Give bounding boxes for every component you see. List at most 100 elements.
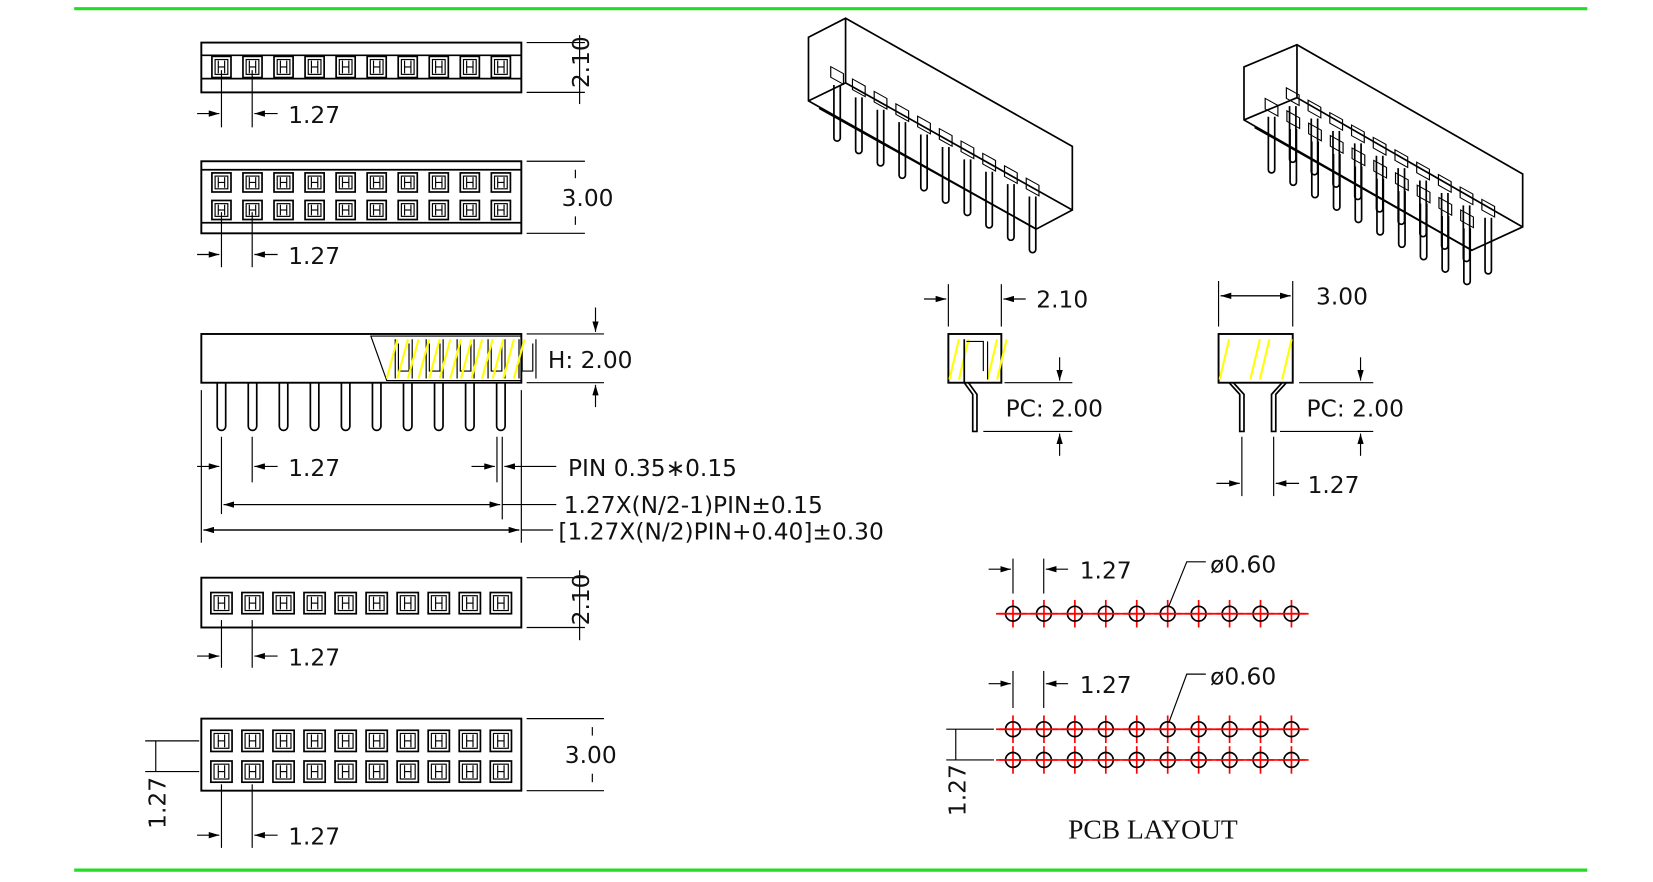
pin-socket: [1286, 109, 1301, 130]
pin-socket: [895, 102, 910, 123]
pin-socket: [938, 127, 953, 148]
hatch-line: [1281, 339, 1293, 380]
pin-socket: [1285, 86, 1300, 107]
pin-socket: [917, 115, 931, 135]
pin-socket: [1329, 134, 1344, 155]
dim-width: 3.00: [1316, 283, 1368, 310]
pin-leg: [402, 382, 413, 432]
hatch-line: [491, 339, 505, 379]
pin-leg: [1310, 141, 1320, 199]
pin-socket: [1025, 177, 1040, 197]
pin-leg: [1006, 184, 1015, 242]
pin-contact: [366, 199, 388, 221]
pin-contact: [273, 55, 294, 79]
pin-contact: [490, 55, 512, 79]
pin-leg: [854, 97, 863, 155]
pin-socket: [1308, 122, 1322, 142]
pin-contact: [273, 199, 294, 221]
bottom-view-single-row: 1.27 2.10: [197, 570, 595, 672]
dim-row-pitch: 1.27: [1308, 472, 1360, 499]
pin-contact: [458, 760, 482, 784]
pin-socket: [1329, 111, 1344, 132]
pin-socket: [1372, 136, 1387, 156]
hatch-line: [481, 339, 494, 379]
hatch-line: [459, 339, 473, 379]
dim-width: 2.10: [1036, 286, 1088, 313]
hatch-line: [428, 339, 441, 379]
pin-contact: [365, 729, 389, 753]
pin-contact: [459, 55, 481, 79]
pin-leg: [1289, 129, 1298, 187]
pin-socket: [1003, 164, 1018, 185]
pin-contact: [210, 591, 233, 615]
pin-socket: [982, 152, 997, 172]
pin-contact: [210, 760, 233, 784]
pin-contact: [490, 172, 512, 193]
pin-contact: [396, 591, 420, 615]
pin-socket: [1438, 196, 1453, 217]
pin-leg: [919, 134, 929, 192]
pin-contact: [366, 172, 388, 193]
dim-width: 2.10: [568, 36, 595, 88]
dim-height: H: 2.00: [548, 347, 633, 374]
pin-contact: [241, 591, 264, 615]
pin-leg: [898, 122, 907, 180]
pin-contact: [427, 729, 451, 753]
dim-body-length: [1.27X(N/2)PIN+0.40]±0.30: [558, 519, 883, 546]
hatch-line: [502, 339, 515, 379]
pin-socket: [1373, 159, 1388, 179]
side-view-single-row: 2.10 PC: 2.00: [923, 284, 1103, 456]
section-outline: [370, 335, 522, 382]
dim-row-pitch: 1.27: [144, 777, 171, 829]
pin-socket: [1394, 148, 1409, 169]
dim-pitch: 1.27: [288, 102, 340, 129]
dim-pitch: 1.27: [288, 455, 340, 482]
pin-contact: [335, 55, 357, 79]
pin-contact: [365, 760, 389, 784]
pin-contact: [272, 729, 295, 753]
pin-contact: [304, 199, 325, 221]
pin-socket: [960, 140, 975, 160]
dim-pin-span: 1.27X(N/2-1)PIN±0.15: [564, 492, 823, 519]
pin-contact: [427, 760, 451, 784]
pin-leg: [876, 109, 885, 167]
pin-leg: [985, 171, 994, 229]
hatch-line: [986, 339, 999, 380]
pin-contact: [211, 55, 232, 79]
dim-width: 2.10: [568, 573, 595, 625]
pin-contact: [365, 591, 389, 615]
dim-hole-diameter: ø0.60: [1210, 551, 1276, 578]
pin-leg: [963, 159, 972, 217]
dim-pin-length: PC: 2.00: [1307, 396, 1404, 423]
pin-leg: [278, 382, 289, 432]
pin-contact: [458, 729, 482, 753]
front-view: H: 2.00 1.27 PIN 0.35∗0.15 1.27X(N/2-1)P…: [197, 307, 884, 546]
pin-contact: [489, 729, 513, 753]
pin-leg: [309, 382, 320, 432]
pin-leg: [1028, 196, 1037, 254]
dim-pin-length: PC: 2.00: [1006, 396, 1103, 423]
pin-leg: [495, 382, 506, 432]
top-view-double-row: 1.27 3.00: [197, 160, 613, 270]
pin-leg: [247, 382, 258, 432]
pin-leg: [433, 382, 444, 432]
pin-contact: [272, 760, 295, 784]
pin-socket: [1460, 209, 1474, 229]
dim-pitch: 1.27: [288, 243, 340, 270]
isometric-view-single-row: [807, 17, 1074, 254]
pin-leg: [340, 382, 351, 432]
pin-contact: [242, 172, 263, 193]
pin-socket: [1459, 186, 1474, 206]
hatch-line: [385, 339, 399, 379]
contact-section: [425, 339, 444, 379]
pin-contact: [273, 172, 294, 193]
pin-leg: [464, 382, 475, 432]
hatch-line: [449, 339, 462, 379]
pin-contact: [428, 199, 450, 221]
pin-contact: [210, 729, 233, 753]
hatch-line: [948, 339, 960, 380]
pin-contact: [334, 591, 358, 615]
pin-socket: [1416, 161, 1431, 181]
pin-contact: [458, 591, 482, 615]
